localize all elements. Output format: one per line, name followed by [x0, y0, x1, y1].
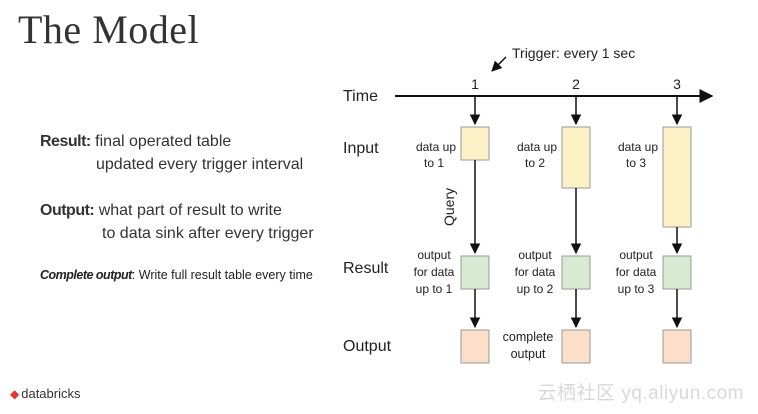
input-label-3-line2: to 3: [626, 156, 646, 170]
result-label-3-line3: up to 3: [618, 282, 655, 296]
trigger-label: Trigger: every 1 sec: [512, 45, 635, 61]
tick-label-2: 2: [572, 76, 580, 92]
input-label-1-line2: to 1: [424, 156, 444, 170]
databricks-logo-text: databricks: [21, 386, 81, 401]
slide-title: The Model: [18, 7, 200, 52]
input-label-2-line1: data up: [517, 140, 557, 154]
output-definition: Output: what part of result to write to …: [40, 199, 314, 245]
output-row-label: Output: [343, 338, 392, 355]
input-block-2: [561, 126, 591, 189]
complete-output-label-line2: output: [511, 347, 546, 361]
result-label-1-line1: output: [417, 248, 451, 262]
watermark: 云栖社区 yq.aliyun.com: [537, 383, 744, 404]
output-line1: what part of result to write: [94, 202, 282, 219]
trigger-pointer-arrow: [491, 56, 507, 72]
input-label-1-line1: data up: [416, 140, 456, 154]
databricks-logo-icon: ◆: [10, 387, 20, 401]
result-line1: final operated table: [90, 133, 232, 150]
result-block-2: [561, 255, 591, 290]
databricks-logo: ◆databricks: [10, 386, 80, 401]
time-row-label: Time: [343, 88, 378, 105]
output-term: Output:: [40, 202, 95, 219]
result-label-2-line3: up to 2: [517, 282, 554, 296]
query-label: Query: [441, 188, 457, 226]
result-label-3-line2: for data: [616, 265, 657, 279]
result-definition: Result: final operated table updated eve…: [40, 130, 303, 176]
result-label-1-line2: for data: [414, 265, 455, 279]
complete-output-term: Complete output: [40, 268, 132, 282]
input-block-1: [460, 126, 490, 161]
tick-label-1: 1: [471, 76, 479, 92]
result-block-1: [460, 255, 490, 290]
result-label-3-line1: output: [619, 248, 653, 262]
result-block-3: [662, 255, 692, 290]
result-row-label: Result: [343, 260, 389, 277]
complete-output-text: : Write full result table every time: [131, 268, 313, 282]
result-label-2-line2: for data: [515, 265, 556, 279]
result-label-2-line1: output: [518, 248, 552, 262]
result-term: Result:: [40, 133, 91, 150]
output-block-2: [561, 329, 591, 364]
input-label-2-line2: to 2: [525, 156, 545, 170]
complete-output-label-line1: complete: [503, 330, 554, 344]
complete-output-definition: Complete output: Write full result table…: [40, 268, 313, 282]
output-line2: to data sink after every trigger: [102, 225, 314, 242]
input-label-3-line1: data up: [618, 140, 658, 154]
output-block-1: [460, 329, 490, 364]
result-line2: updated every trigger interval: [96, 156, 304, 173]
tick-label-3: 3: [673, 76, 681, 92]
output-block-3: [662, 329, 692, 364]
result-label-1-line3: up to 1: [416, 282, 453, 296]
input-block-3: [662, 126, 692, 228]
input-row-label: Input: [343, 140, 379, 157]
